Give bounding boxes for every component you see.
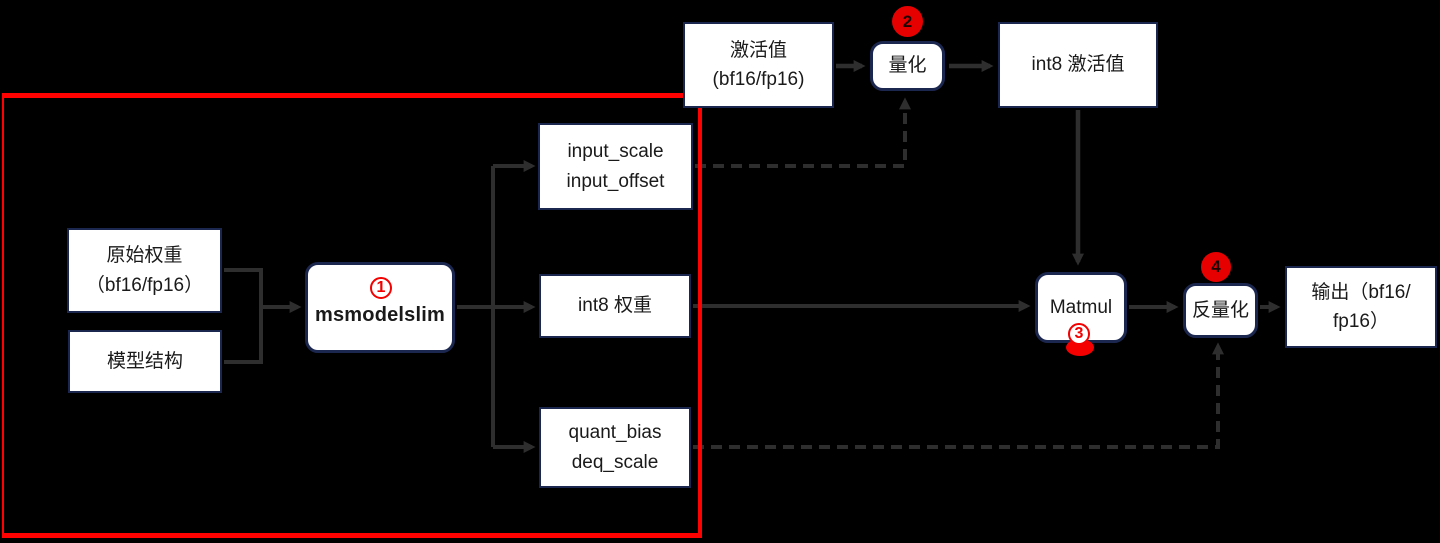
node-activation-line2: (bf16/fp16) [712, 69, 805, 90]
node-quant-bias-deq-scale: quant_bias deq_scale [539, 407, 691, 488]
dashed-input-scale-to-quantize [695, 97, 911, 168]
wire-weights-merge [224, 268, 263, 364]
node-matmul-label: Matmul [1049, 296, 1113, 318]
node-activation: 激活值 (bf16/fp16) [683, 22, 834, 108]
step-4-badge: 4 [1201, 252, 1231, 282]
node-quant-bias-line1: quant_bias [568, 422, 662, 444]
node-input-scale-line1: input_scale [567, 141, 664, 163]
node-quantize-label: 量化 [888, 55, 927, 77]
dashed-quant-bias-to-dequantize [693, 342, 1224, 449]
node-int8-activation-label: int8 激活值 [1031, 54, 1125, 76]
node-int8-weight-label: int8 权重 [578, 295, 652, 317]
node-input-scale-line2: input_offset [566, 170, 665, 192]
node-original-weight: 原始权重 （bf16/fp16） [67, 228, 222, 313]
msmodelslim-highlight-frame [2, 93, 702, 538]
step-1-badge: 1 [370, 277, 392, 299]
node-quant-bias-line2: deq_scale [571, 451, 659, 473]
node-quantize: 量化 [870, 41, 945, 91]
node-model-structure: 模型结构 [68, 330, 222, 393]
step-3-badge: 3 [1068, 323, 1090, 345]
node-input-scale-offset: input_scale input_offset [538, 123, 693, 210]
node-output-line1: 输出（bf16/ [1311, 281, 1411, 303]
node-output-line2: fp16） [1333, 311, 1389, 332]
node-activation-line1: 激活值 [729, 39, 787, 61]
node-int8-weight: int8 权重 [539, 274, 691, 338]
node-model-structure-label: 模型结构 [106, 350, 183, 372]
node-msmodelslim: msmodelslim [305, 262, 455, 353]
node-dequantize: 反量化 [1183, 283, 1258, 338]
node-msmodelslim-label: msmodelslim [314, 304, 446, 326]
node-original-weight-line2: （bf16/fp16） [85, 274, 204, 296]
step-2-badge: 2 [892, 6, 923, 37]
node-output: 输出（bf16/ fp16） [1285, 266, 1437, 348]
node-int8-activation: int8 激活值 [998, 22, 1158, 108]
node-original-weight-line1: 原始权重 [106, 245, 183, 267]
node-dequantize-label: 反量化 [1191, 299, 1249, 321]
